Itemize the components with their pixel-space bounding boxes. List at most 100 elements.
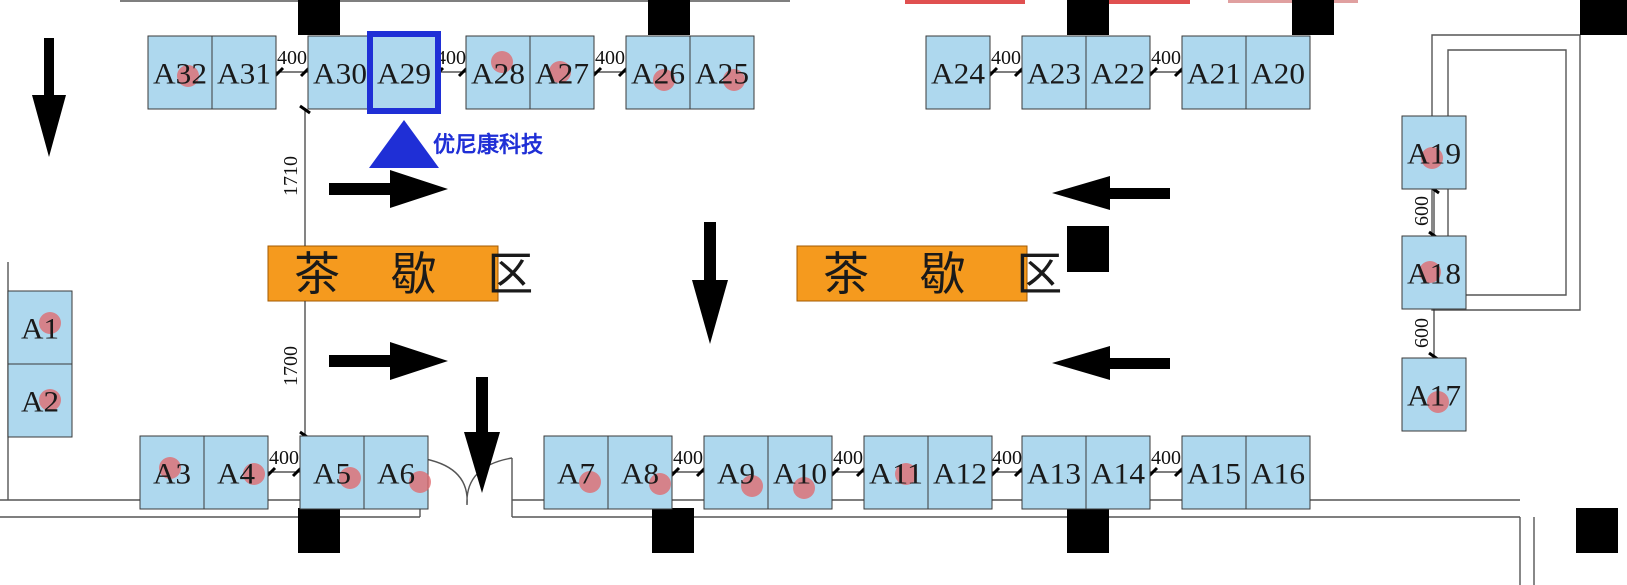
arrow-left-icon bbox=[1052, 346, 1170, 380]
highlight-frame bbox=[367, 31, 441, 114]
dim-label: 400 bbox=[991, 47, 1021, 69]
pillar bbox=[298, 508, 340, 553]
booth-a21[interactable]: A21 bbox=[1181, 35, 1247, 110]
booth-box bbox=[1245, 435, 1311, 510]
booth-label: A4 bbox=[217, 458, 255, 491]
dim-label: 600 bbox=[1411, 318, 1433, 348]
booth-label: A1 bbox=[21, 313, 59, 346]
side-room bbox=[1431, 34, 1581, 311]
booth-label: A7 bbox=[557, 458, 595, 491]
pillar bbox=[1067, 508, 1109, 553]
booth-label: A28 bbox=[471, 58, 525, 91]
booth-a26[interactable]: A26 bbox=[625, 35, 691, 110]
booth-a8[interactable]: A8 bbox=[607, 435, 673, 510]
booth-box bbox=[1085, 35, 1151, 110]
dim-label: 400 bbox=[277, 47, 307, 69]
booth-label: A10 bbox=[773, 458, 827, 491]
booth-a22[interactable]: A22 bbox=[1085, 35, 1151, 110]
booth-label: A6 bbox=[377, 458, 415, 491]
booth-label: A29 bbox=[377, 58, 431, 91]
booth-a6[interactable]: A6 bbox=[363, 435, 431, 510]
booth-label: A16 bbox=[1251, 458, 1305, 491]
booth-a30[interactable]: A30 bbox=[307, 35, 373, 110]
booth-a9[interactable]: A9 bbox=[703, 435, 769, 510]
pillar bbox=[1292, 0, 1334, 35]
booth-box bbox=[925, 35, 991, 110]
dim-label: 1700 bbox=[280, 346, 302, 386]
booth-label: A12 bbox=[933, 458, 987, 491]
booth-a28[interactable]: A28 bbox=[465, 35, 531, 110]
dim-label: 400 bbox=[992, 447, 1022, 469]
booth-a4[interactable]: A4 bbox=[203, 435, 269, 510]
red-mark-2 bbox=[1095, 0, 1190, 4]
arrow-right-icon bbox=[329, 170, 448, 208]
booth-a16[interactable]: A16 bbox=[1245, 435, 1311, 510]
booth-box bbox=[1245, 35, 1311, 110]
occupied-dot bbox=[741, 475, 763, 497]
booth-a13[interactable]: A13 bbox=[1021, 435, 1087, 510]
exhibitor-marker[interactable]: 优尼康科技 bbox=[369, 120, 544, 168]
booth-label: A18 bbox=[1407, 258, 1461, 291]
exhibitor-name: 优尼康科技 bbox=[433, 132, 544, 158]
occupied-dot bbox=[1419, 261, 1441, 283]
booth-label: A31 bbox=[217, 58, 271, 91]
tea-zone-box bbox=[796, 245, 1028, 302]
flow-arrows bbox=[32, 38, 1170, 493]
booth-a3[interactable]: A3 bbox=[139, 435, 205, 510]
booth-a31[interactable]: A31 bbox=[211, 35, 277, 110]
dim-label: 400 bbox=[673, 447, 703, 469]
booth-box bbox=[211, 35, 277, 110]
booth-label: A17 bbox=[1407, 380, 1461, 413]
occupied-dot bbox=[39, 389, 61, 411]
occupied-dot bbox=[409, 471, 431, 493]
booth-a23[interactable]: A23 bbox=[1021, 35, 1087, 110]
pillar bbox=[652, 508, 694, 553]
booth-label: A9 bbox=[717, 458, 755, 491]
occupied-dot bbox=[491, 51, 513, 73]
booth-a15[interactable]: A15 bbox=[1181, 435, 1247, 510]
booth-label: A19 bbox=[1407, 138, 1461, 171]
location-triangle-icon bbox=[369, 120, 439, 168]
booth-a29[interactable]: A29 bbox=[367, 31, 441, 114]
occupied-dot bbox=[895, 463, 917, 485]
pillar bbox=[1576, 508, 1618, 553]
booth-label: A23 bbox=[1027, 58, 1081, 91]
dim-label: 600 bbox=[1411, 196, 1433, 226]
booth-label: A27 bbox=[535, 58, 589, 91]
booth-a11[interactable]: A11 bbox=[863, 435, 929, 510]
dim-label: 400 bbox=[436, 47, 466, 69]
booth-label: A8 bbox=[621, 458, 659, 491]
booth-a25[interactable]: A25 bbox=[689, 35, 755, 110]
booth-a32[interactable]: A32 bbox=[147, 35, 213, 110]
booth-label: A22 bbox=[1091, 58, 1145, 91]
booth-label: A13 bbox=[1027, 458, 1081, 491]
booth-a7[interactable]: A7 bbox=[543, 435, 609, 510]
dim-vertical-left: 1710 1700 bbox=[280, 104, 311, 441]
booth-a14[interactable]: A14 bbox=[1085, 435, 1151, 510]
pillar bbox=[298, 0, 340, 35]
arrow-left-icon bbox=[1052, 176, 1170, 210]
booth-a2[interactable]: A2 bbox=[7, 363, 73, 438]
booth-a24[interactable]: A24 bbox=[925, 35, 991, 110]
booth-box bbox=[689, 35, 755, 110]
booth-label: A30 bbox=[313, 58, 367, 91]
booth-a20[interactable]: A20 bbox=[1245, 35, 1311, 110]
booth-a27[interactable]: A27 bbox=[529, 35, 595, 110]
tea-zone-2: 茶 歇 区 bbox=[796, 245, 1062, 302]
pillar bbox=[1067, 0, 1109, 35]
booth-a10[interactable]: A10 bbox=[767, 435, 833, 510]
booth-a5[interactable]: A5 bbox=[299, 435, 365, 510]
occupied-dot bbox=[1421, 147, 1443, 169]
occupied-dot bbox=[549, 61, 571, 83]
booth-a12[interactable]: A12 bbox=[927, 435, 993, 510]
booth-a17[interactable]: A17 bbox=[1401, 357, 1467, 432]
booth-box bbox=[465, 35, 531, 110]
booth-a19[interactable]: A19 bbox=[1401, 115, 1467, 190]
booth-a18[interactable]: A18 bbox=[1401, 235, 1467, 310]
red-mark-1 bbox=[905, 0, 1025, 4]
booth-label: A24 bbox=[931, 58, 985, 91]
booth-label: A32 bbox=[153, 58, 207, 91]
booth-a1[interactable]: A1 bbox=[7, 290, 73, 365]
